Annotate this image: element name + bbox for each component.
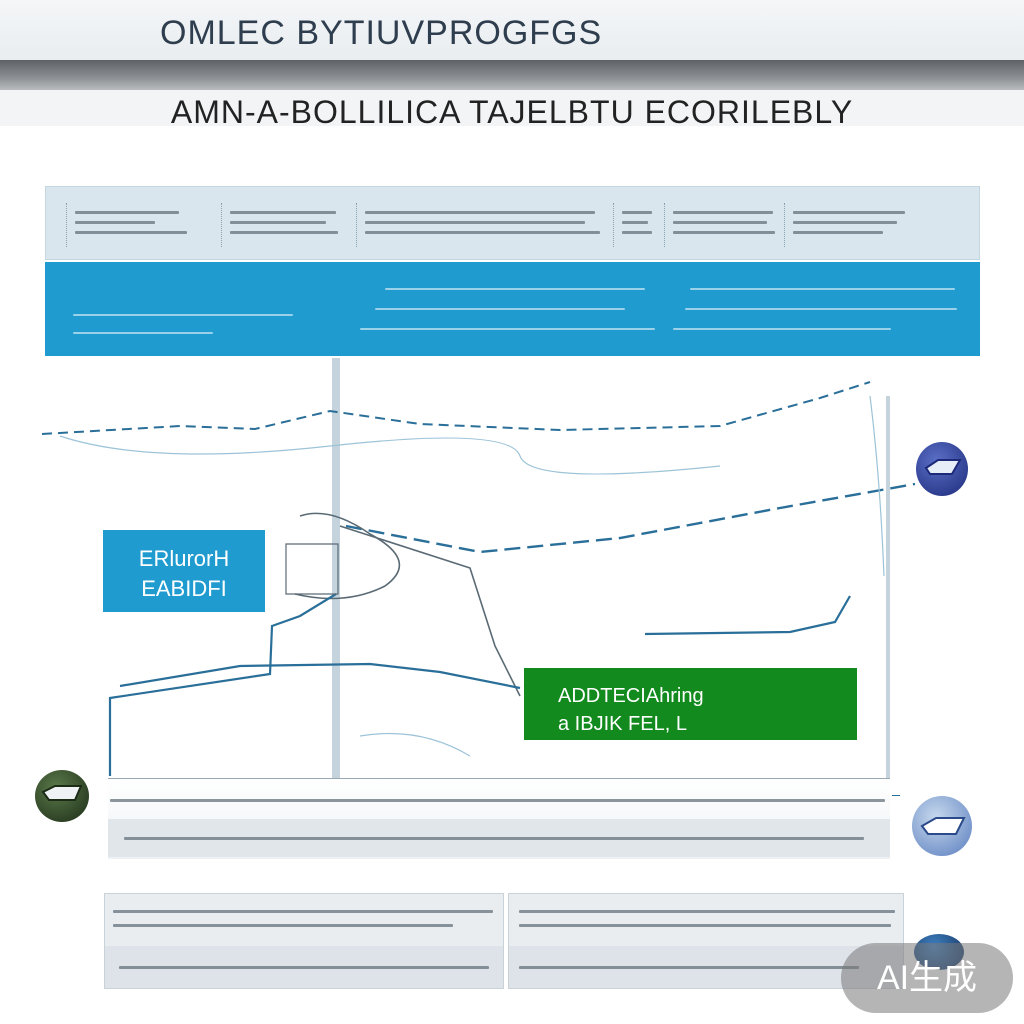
callout-green-line1: ADDTECIAhring: [558, 685, 704, 707]
bottom-panel-right: [508, 893, 904, 989]
check-bubble-icon: [916, 442, 968, 496]
check-bubble-icon: [912, 796, 972, 856]
upper-dashed-route: [41, 381, 871, 435]
lower-route: [119, 662, 521, 690]
brand-prefix: OMLEC BYT: [160, 14, 366, 52]
lower-sketch-line: [359, 732, 471, 757]
callout-blue: ERlurorH EABIDFI: [103, 530, 265, 612]
info-column: [613, 203, 654, 247]
bottom-panel-caption-row: [105, 946, 503, 988]
brand-suffix: IUVPROGFGS: [365, 14, 603, 52]
callout-blue-line1: ERlurorH: [138, 546, 230, 571]
info-column: [221, 203, 342, 247]
check-bubble-icon: [35, 770, 89, 822]
info-column: [664, 203, 775, 247]
info-column: [66, 203, 187, 247]
branch-line: [339, 525, 521, 697]
footer-band: [108, 778, 890, 859]
curve-sketch: [294, 512, 401, 600]
title-band: [0, 90, 1024, 126]
info-column: [356, 203, 602, 247]
info-column: [784, 203, 905, 247]
ai-generated-badge: AI生成: [841, 943, 1013, 1013]
callout-blue-line2: EABIDFI: [141, 576, 227, 601]
left-route: [108, 593, 337, 776]
blue-banner: [45, 262, 980, 356]
header-band: [0, 0, 1024, 60]
callout-green: ADDTECIAhring a IBJIK FEL, L: [524, 668, 857, 740]
bottom-panel-caption-row: [509, 946, 903, 988]
info-panel: [45, 186, 980, 260]
brand-title: OMLEC BYTIUVPROGFGS: [160, 14, 602, 53]
footer-row2: [108, 819, 890, 857]
middle-dashed-route: [345, 482, 916, 554]
right-route: [644, 595, 851, 636]
header-divider-bar: [0, 60, 1024, 90]
bottom-panel-left: [104, 893, 504, 989]
callout-green-line2: a IBJIK FEL, L: [558, 713, 687, 735]
upper-sketch-line: [59, 435, 721, 475]
route-diagram: [41, 358, 916, 796]
small-frame: [285, 543, 339, 595]
page-title: AMN-A-BOLLILICA TAJELBTU ECORILEBLY: [170, 94, 854, 130]
right-sketch-line: [869, 395, 885, 577]
